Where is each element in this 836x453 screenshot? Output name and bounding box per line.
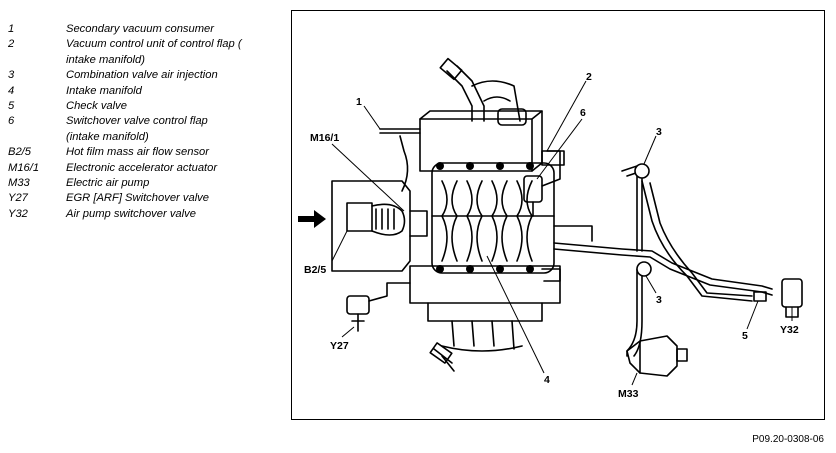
legend-text: Hot film mass air flow sensor bbox=[66, 146, 209, 159]
legend-row: 4 Intake manifold bbox=[8, 84, 288, 99]
callout-1: 1 bbox=[356, 96, 362, 108]
air-pipe-lines bbox=[553, 165, 773, 357]
leader-lines bbox=[331, 80, 793, 386]
legend-text: Air pump switchover valve bbox=[66, 207, 196, 220]
callout-5: 5 bbox=[742, 330, 748, 342]
secondary-vacuum-consumer bbox=[379, 128, 421, 134]
legend-text: Electronic accelerator actuator bbox=[66, 161, 218, 174]
air-flow-sensor-assembly bbox=[331, 135, 428, 272]
legend-row: Y32 Air pump switchover valve bbox=[8, 207, 288, 222]
upper-runner-tubes bbox=[439, 57, 527, 126]
legend-text: Vacuum control unit of control flap ( in… bbox=[66, 38, 242, 66]
electric-air-pump bbox=[626, 335, 688, 377]
legend-row: Y27 EGR [ARF] Switchover valve bbox=[8, 191, 288, 206]
callout-2: 2 bbox=[586, 71, 592, 83]
legend-key: 5 bbox=[8, 100, 15, 113]
combination-valve-air-injection bbox=[634, 163, 652, 277]
diagram-canvas: 1 2 3 3 4 5 6 B2/5 M16/1 M33 Y27 Y32 bbox=[298, 57, 803, 400]
callout-y32: Y32 bbox=[780, 324, 799, 336]
legend: 1 Secondary vacuum consumer 2 Vacuum contr… bbox=[8, 22, 288, 222]
callout-b2-5: B2/5 bbox=[304, 264, 326, 276]
legend-row: 3 Combination valve air injection bbox=[8, 68, 288, 83]
legend-text: EGR [ARF] Switchover valve bbox=[66, 192, 209, 205]
manifold-bolts bbox=[436, 162, 534, 273]
legend-key: M33 bbox=[8, 177, 30, 190]
callout-m16-1: M16/1 bbox=[310, 132, 339, 144]
lower-housing bbox=[409, 265, 561, 372]
callout-4: 4 bbox=[544, 374, 550, 386]
vacuum-control-unit bbox=[541, 150, 565, 166]
egr-switchover-valve bbox=[346, 282, 411, 332]
plenum-box bbox=[419, 110, 543, 172]
legend-text: Check valve bbox=[66, 100, 127, 113]
figure-code: P09.20-0308-06 bbox=[752, 434, 824, 445]
callout-6: 6 bbox=[580, 107, 586, 119]
vacuum-system-diagram: 1 2 3 3 4 5 6 B2/5 M16/1 M33 Y27 Y32 bbox=[291, 10, 825, 420]
legend-text: Secondary vacuum consumer bbox=[66, 23, 214, 35]
legend-text: Switchover valve control flap (intake ma… bbox=[66, 115, 208, 143]
legend-key: 4 bbox=[8, 84, 15, 97]
callout-m33: M33 bbox=[618, 388, 639, 400]
legend-text: Combination valve air injection bbox=[66, 69, 218, 82]
legend-key: B2/5 bbox=[8, 146, 32, 159]
legend-row: 2 Vacuum control unit of control flap ( i… bbox=[8, 37, 288, 68]
legend-key: Y32 bbox=[8, 207, 28, 220]
legend-text: Intake manifold bbox=[66, 84, 142, 97]
legend-key: 1 bbox=[8, 23, 15, 35]
legend-row: M33 Electric air pump bbox=[8, 176, 288, 191]
legend-key: 3 bbox=[8, 69, 15, 82]
legend-row: 5 Check valve bbox=[8, 99, 288, 114]
legend-row: M16/1 Electronic accelerator actuator bbox=[8, 161, 288, 176]
legend-row: 1 Secondary vacuum consumer bbox=[8, 22, 288, 37]
callout-3-top: 3 bbox=[656, 126, 662, 138]
legend-key: 6 bbox=[8, 115, 15, 128]
check-valve bbox=[753, 291, 767, 302]
legend-row: 6 Switchover valve control flap (intake m… bbox=[8, 114, 288, 145]
legend-text: Electric air pump bbox=[66, 177, 150, 190]
legend-key: Y27 bbox=[8, 192, 28, 205]
legend-key: 2 bbox=[8, 38, 15, 51]
callout-3-bottom: 3 bbox=[656, 294, 662, 306]
legend-key: M16/1 bbox=[8, 161, 40, 174]
legend-row: B2/5 Hot film mass air flow sensor bbox=[8, 145, 288, 160]
callout-y27: Y27 bbox=[330, 340, 349, 352]
intake-manifold-block bbox=[431, 162, 555, 274]
air-flow-arrow-icon bbox=[298, 210, 326, 228]
